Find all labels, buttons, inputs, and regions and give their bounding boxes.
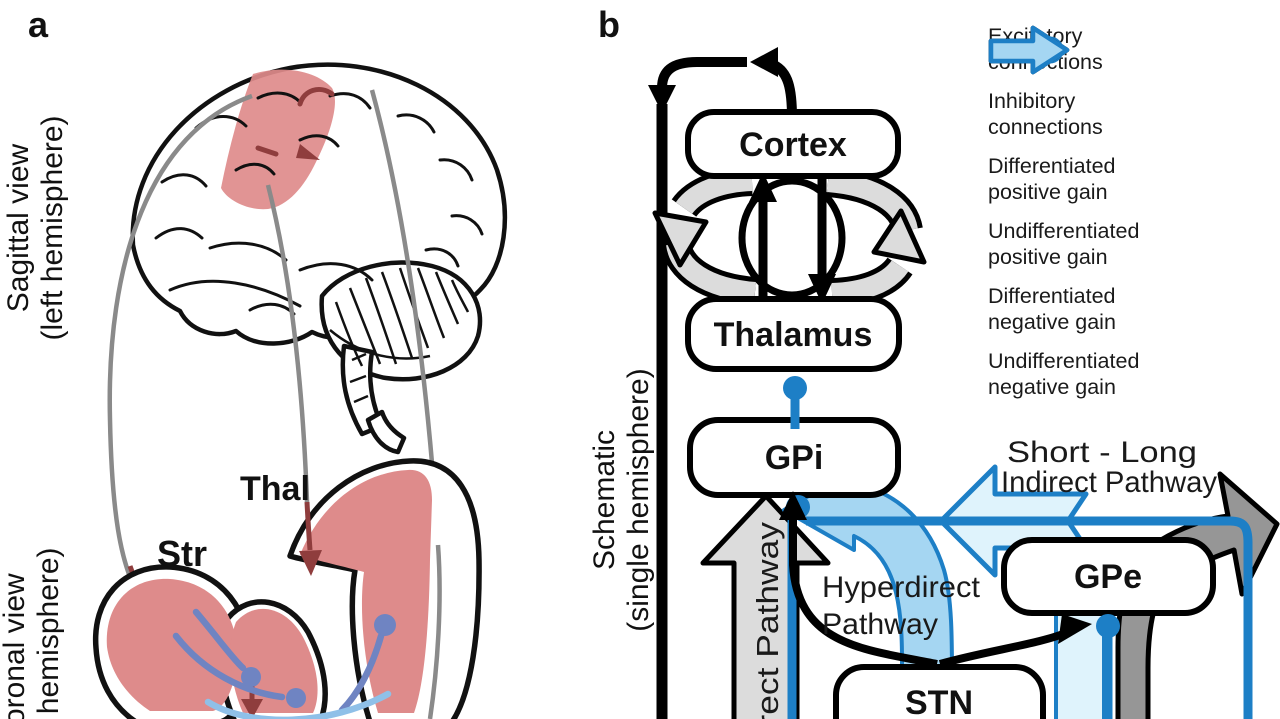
hyperdirect-arrowhead xyxy=(779,491,807,520)
legend-label: positive gain xyxy=(988,180,1108,204)
thal-label: Thal xyxy=(240,470,310,508)
node-boxes xyxy=(685,109,1216,719)
thal-arrow-shaft xyxy=(304,501,313,551)
highlight-annotations xyxy=(255,87,335,157)
cerebellum-hatching xyxy=(329,267,470,404)
curved-hook-mark xyxy=(297,87,335,107)
mid-arrowhead xyxy=(241,699,263,719)
legend-item-inhibitory: Inhibitory connections xyxy=(988,36,1139,141)
legend-label: Differentiated xyxy=(988,154,1116,179)
stn-label: STN xyxy=(905,684,973,719)
panel-b-letter: b xyxy=(598,4,620,45)
loop-arrowhead-left xyxy=(750,47,778,77)
legend-item-diff-negative: Differentiated negative gain xyxy=(988,25,1139,336)
hyperdirect-label-1: Hyperdirect xyxy=(822,571,981,604)
indirect-label-1: Short - Long xyxy=(1007,436,1197,469)
indirect-label-2: Indirect Pathway xyxy=(1001,466,1217,499)
legend-label: negative gain xyxy=(988,310,1116,334)
cortex-label: Cortex xyxy=(739,126,847,164)
legend-label: negative gain xyxy=(988,375,1116,399)
up-arrowhead xyxy=(749,172,777,202)
legend-label: Inhibitory xyxy=(988,89,1076,114)
sagittal-caption-line2: (left hemisphere) xyxy=(36,115,69,341)
middle-arc xyxy=(265,184,310,503)
coronal-inhibitory-dots xyxy=(241,614,396,708)
right-arc-lower xyxy=(427,544,442,719)
stn-gpe-arrow xyxy=(938,628,1070,668)
stn-gpe-arrowhead xyxy=(1058,614,1092,644)
coronal-red-fills xyxy=(106,469,432,713)
hyperdirect-label-2: Pathway xyxy=(822,608,938,641)
thalamus-label: Thalamus xyxy=(714,316,873,354)
brainstem-tail xyxy=(365,409,407,455)
schematic-caption-line2: (single hemisphere) xyxy=(622,368,655,632)
cortex-thalamus-arrows xyxy=(758,178,827,296)
cortex-box xyxy=(685,109,901,179)
thal-arrowhead xyxy=(299,550,322,576)
undifferentiated-negative-gain-icon xyxy=(988,25,1070,75)
sagittal-view-caption: Sagittal view (left hemisphere) xyxy=(0,18,78,438)
legend-label: Undifferentiated xyxy=(988,219,1140,244)
coronal-caption-line2: (left hemisphere) xyxy=(32,547,65,719)
down-arrowhead xyxy=(808,274,836,304)
gain-loop-chevron-left xyxy=(652,210,709,268)
coronal-caption-line1: Coronal view xyxy=(0,573,31,719)
coronal-inhibitory-lines xyxy=(172,608,385,714)
loop-arrowhead-down xyxy=(648,85,676,113)
direct-pathway-label: Direct Pathway xyxy=(750,521,785,719)
legend-label: Differentiated xyxy=(988,284,1116,309)
highlight-arrowhead xyxy=(296,144,320,160)
left-arc xyxy=(107,93,253,583)
legend-item-undiff-positive: Undifferentiated positive gain xyxy=(988,25,1140,271)
gpe-label: GPe xyxy=(1074,558,1142,596)
panel-a-letter: a xyxy=(28,4,49,45)
cortex-highlight-region xyxy=(221,69,335,210)
gpe-box xyxy=(1001,537,1216,616)
coronal-view-caption: Coronal view (left hemisphere) xyxy=(0,450,74,719)
legend-label: connections xyxy=(988,115,1103,139)
legend-item-diff-positive: Differentiated positive gain xyxy=(988,25,1139,206)
legend-item-undiff-negative: Undifferentiated negative gain xyxy=(988,25,1140,401)
legend: Excitatory connections Inhibitory connec… xyxy=(988,24,1139,401)
hyperdirect-arrow xyxy=(789,518,938,668)
legend-label: positive gain xyxy=(988,245,1108,269)
thalamus-box xyxy=(685,296,902,372)
coronal-skyblue-line xyxy=(204,690,392,719)
gpi-label: GPi xyxy=(765,439,824,477)
panel-b-schematic: Cortex Thalamus GPi GPe STN Direct Pathw… xyxy=(648,47,1280,719)
str-label: Str xyxy=(157,533,207,574)
schematic-caption: Schematic (single hemisphere) xyxy=(580,290,664,710)
sagittal-caption-line1: Sagittal view xyxy=(2,143,35,313)
gain-loop-bands xyxy=(661,166,923,308)
legend-label: Undifferentiated xyxy=(988,349,1140,374)
cortex-thalamus-cycle xyxy=(738,177,846,299)
schematic-caption-line1: Schematic xyxy=(588,429,621,571)
panel-a-drawing: Str Thal xyxy=(92,62,508,719)
gain-loop-chevron-right xyxy=(871,208,927,265)
stn-box xyxy=(833,664,1046,719)
